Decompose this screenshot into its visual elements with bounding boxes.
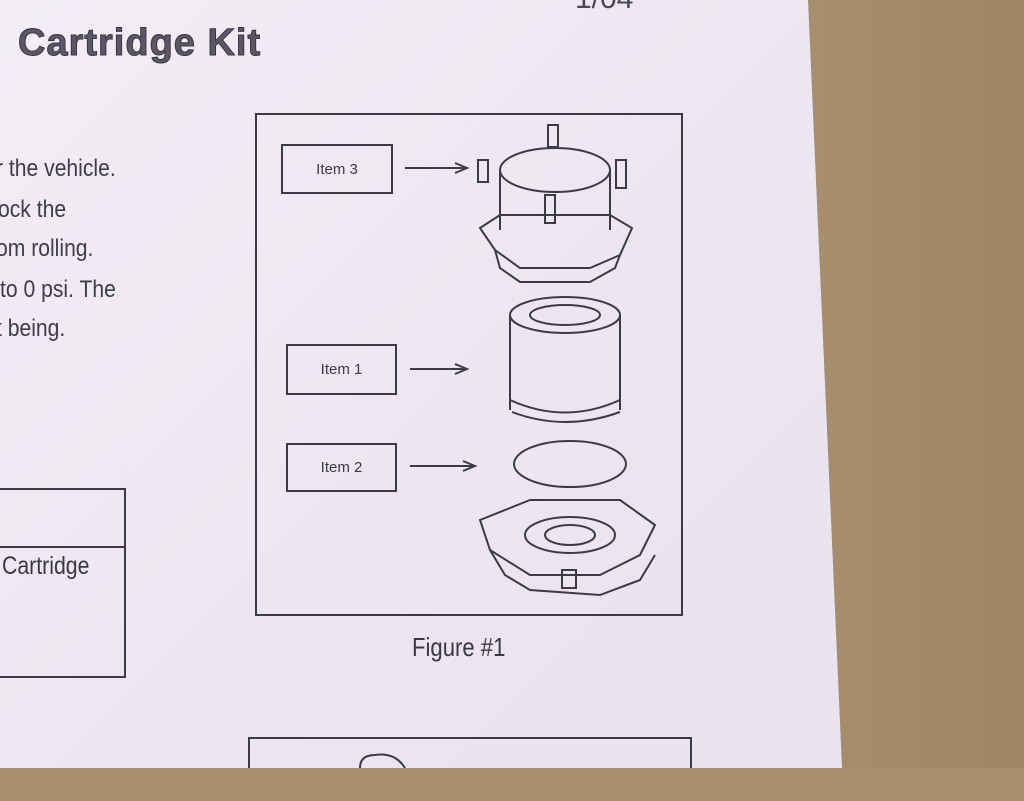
- figure-box: [255, 113, 683, 616]
- item-3-label: Item 3: [281, 144, 393, 194]
- housing-cover-drawing: [477, 124, 634, 283]
- body-line: r the vehicle.: [0, 155, 116, 182]
- item-2-label: Item 2: [286, 443, 397, 492]
- arrow-icon: [410, 363, 470, 375]
- exploded-cartridge-diagram: [359, 124, 657, 768]
- body-line: ock the: [0, 196, 67, 223]
- body-line: t being.: [0, 315, 66, 342]
- arrow-icon: [405, 162, 470, 174]
- document-page: 1/04 Cartridge Kit r the vehicle. ock th…: [0, 0, 842, 768]
- o-ring-drawing: [513, 440, 627, 488]
- figure-caption: Figure #1: [412, 632, 506, 662]
- next-figure-box: [248, 737, 692, 768]
- page-title: Cartridge Kit: [17, 22, 262, 65]
- body-line: to 0 psi. The: [0, 276, 116, 303]
- item-1-label: Item 1: [286, 344, 397, 395]
- table-divider: [0, 546, 124, 548]
- body-line: om rolling.: [0, 235, 94, 262]
- page-date: 1/04: [575, 0, 633, 16]
- parts-table: Cartridge: [0, 488, 126, 678]
- cartridge-drawing: [509, 296, 621, 423]
- table-cell: Cartridge: [2, 552, 90, 580]
- arrow-icon: [410, 460, 478, 472]
- base-housing-drawing: [478, 499, 657, 597]
